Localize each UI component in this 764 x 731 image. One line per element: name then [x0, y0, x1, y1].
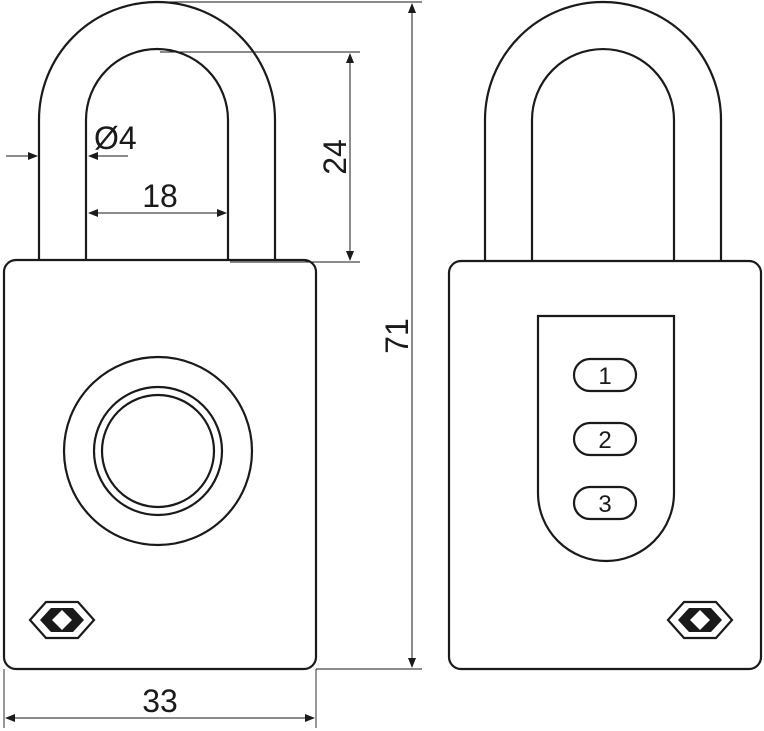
keyhole-ring-mid — [92, 385, 224, 517]
dimension-body-width-label: 33 — [142, 683, 178, 719]
dimension-shackle-diameter-label: Ø4 — [94, 120, 137, 156]
shackle-outer — [483, 0, 723, 262]
tsa-diamond-icon — [666, 600, 734, 640]
keyhole-ring-outer — [62, 355, 254, 547]
lock-body — [2, 258, 318, 671]
dimension-shackle-inner-width-label: 18 — [142, 178, 178, 214]
shackle-outer — [37, 0, 277, 262]
dimension-overall-height-label: 71 — [379, 318, 415, 354]
padlock-front-view — [2, 0, 318, 671]
shackle-inner — [84, 47, 230, 262]
keyhole-ring-inner — [100, 393, 216, 509]
dimension-shackle-clearance-label: 24 — [317, 139, 353, 175]
dial-window — [536, 314, 676, 563]
dimension-body-width: 33 — [3, 669, 317, 728]
dimension-overall-height: 71 — [158, 1, 422, 670]
dial-3-label: 3 — [598, 491, 611, 518]
tsa-diamond-icon — [28, 600, 96, 640]
lock-body — [447, 259, 763, 671]
padlock-combination-view: 1 2 3 — [447, 0, 763, 671]
dial-2: 2 — [572, 421, 638, 457]
dial-2-label: 2 — [598, 427, 611, 454]
dial-1: 1 — [572, 357, 638, 393]
dimension-shackle-inner-width: 18 — [88, 178, 227, 217]
dial-1-label: 1 — [598, 363, 611, 390]
dimension-shackle-diameter: Ø4 — [6, 120, 137, 160]
dimension-shackle-clearance: 24 — [160, 51, 360, 263]
dial-3: 3 — [572, 485, 638, 521]
shackle-inner — [530, 47, 676, 262]
